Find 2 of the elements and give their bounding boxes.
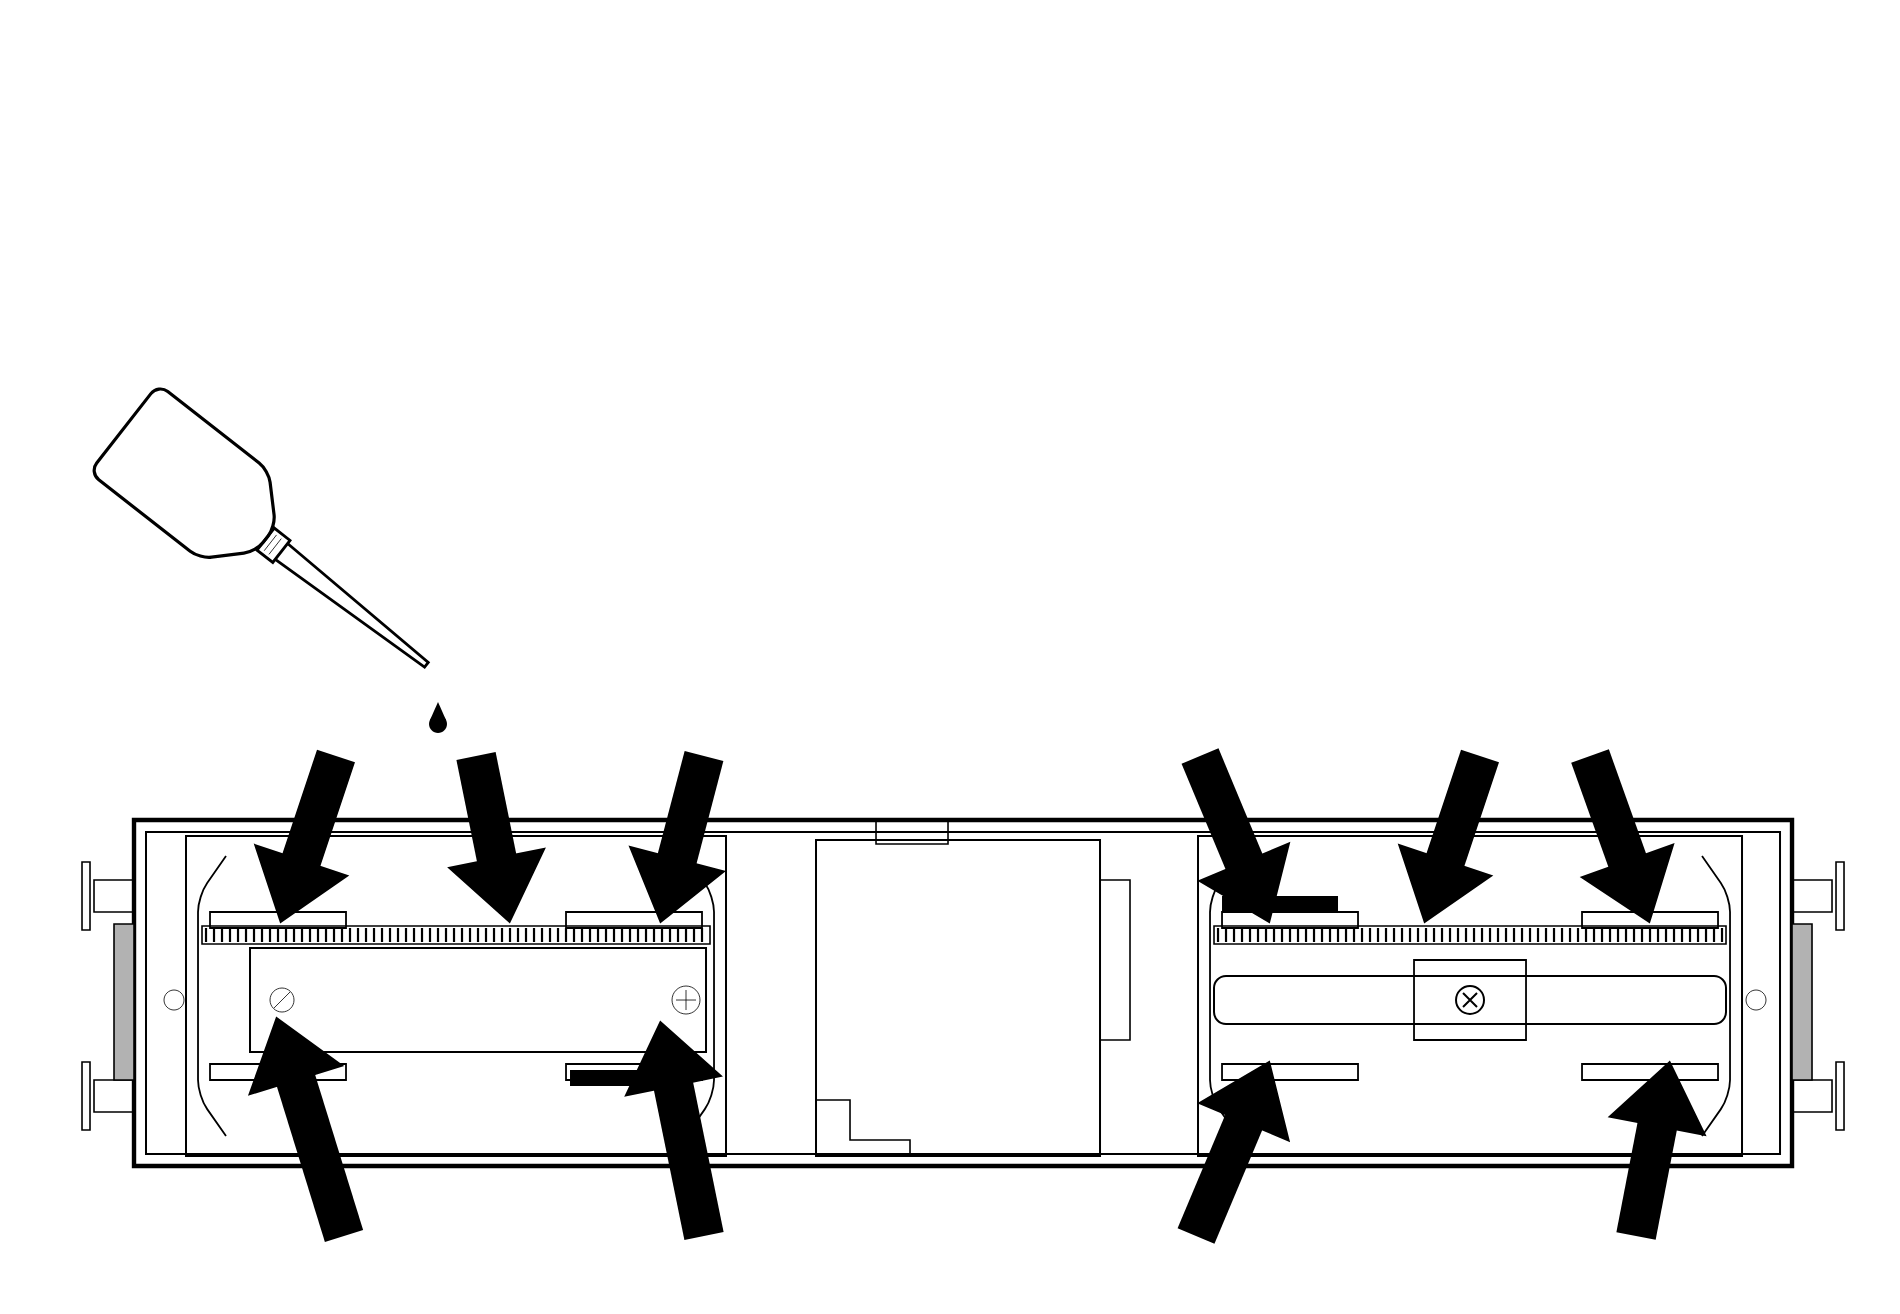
bogie-drawing: [185, 835, 727, 1157]
bogie-drawing: [1197, 835, 1743, 1157]
